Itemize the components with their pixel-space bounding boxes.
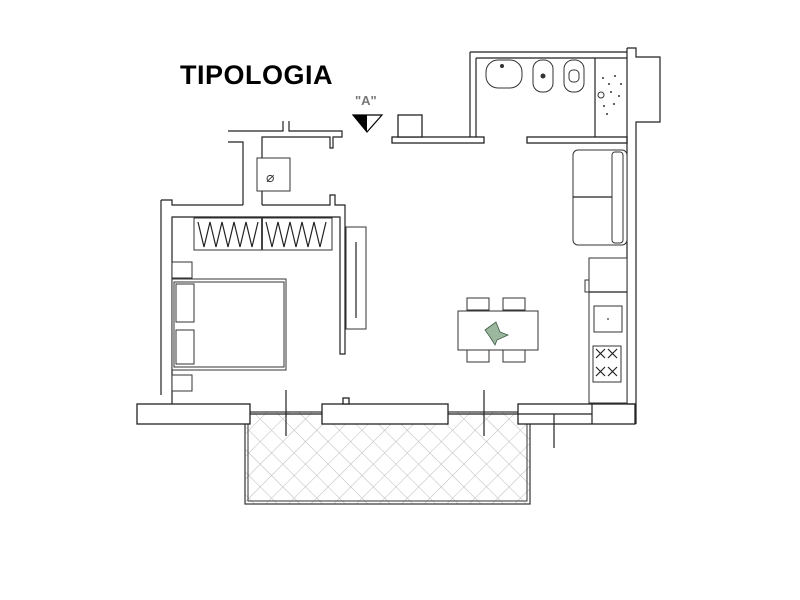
bedroom: [160, 194, 367, 404]
toilet-icon: [563, 59, 585, 93]
nightstand: [171, 261, 193, 279]
double-bed: [171, 278, 287, 371]
shower-icon: [597, 75, 622, 115]
entrance-walls: ⌀: [228, 121, 343, 205]
shaft-box: [256, 157, 291, 192]
exterior-wall-right: [626, 47, 661, 424]
nightstand: [171, 374, 193, 392]
dining-table: [457, 297, 539, 363]
washbasin-icon: [485, 59, 523, 89]
exterior-wall-bottom: [136, 390, 636, 448]
plant-icon: [484, 321, 510, 346]
diameter-symbol-icon: ⌀: [266, 170, 275, 186]
wardrobe: [193, 217, 333, 251]
stove-icon: [592, 345, 622, 383]
bidet-icon: [532, 59, 554, 93]
plan-title: TIPOLOGIA: [180, 60, 333, 90]
section-marker-icon: [351, 114, 384, 133]
balcony: [244, 411, 531, 505]
section-marker-label: "A": [355, 93, 377, 108]
sofa: [572, 149, 628, 246]
bathroom: [391, 51, 628, 144]
kitchen: [584, 257, 628, 404]
